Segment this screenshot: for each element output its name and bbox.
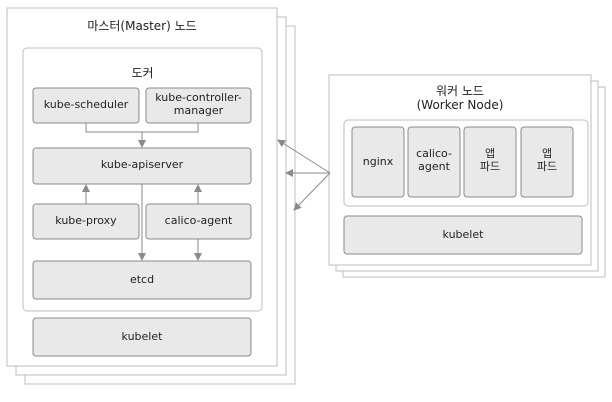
master-kubelet-box xyxy=(32,317,252,357)
pod-label-app-2: 앱 파드 xyxy=(521,147,573,173)
worker-kubelet-label: kubelet xyxy=(442,228,484,241)
pod-label-calico-agent-line-1: calico- xyxy=(416,147,452,160)
etcd-label: etcd xyxy=(129,273,155,286)
master-kubelet-label: kubelet xyxy=(121,330,163,343)
kube-controller-manager-label: kube-controller- manager xyxy=(146,91,251,117)
calico-agent-label: calico-agent xyxy=(164,214,233,227)
docker-title: 도커 xyxy=(131,66,154,80)
arrow-worker-to-master-3 xyxy=(293,172,331,211)
pod-box-calico-agent xyxy=(407,126,461,198)
worker-node-title: 워커 노드 (Worker Node) xyxy=(329,84,591,113)
kube-scheduler-label: kube-scheduler xyxy=(43,98,129,111)
pod-label-nginx: nginx xyxy=(362,155,394,168)
worker-kubelet-box xyxy=(343,215,583,255)
kube-controller-manager-line-2: manager xyxy=(173,104,224,118)
arrow-worker-to-master-1 xyxy=(277,139,331,174)
pod-label-app-2-line-1: 앱 xyxy=(541,147,553,160)
kube-proxy-label: kube-proxy xyxy=(55,214,117,227)
pod-label-app-1-line-1: 앱 xyxy=(484,147,496,160)
worker-node-title-line-1: 워커 노드 xyxy=(436,84,484,98)
pod-label-calico-agent: calico- agent xyxy=(408,147,460,173)
pod-label-calico-agent-line-2: agent xyxy=(418,160,450,174)
pod-label-app-1-line-2: 파드 xyxy=(479,160,501,174)
etcd-box xyxy=(32,260,252,300)
pod-box-app-1 xyxy=(463,126,517,198)
kube-controller-manager-line-1: kube-controller- xyxy=(155,91,242,104)
master-node-title: 마스터(Master) 노드 xyxy=(87,19,197,33)
pod-box-nginx xyxy=(351,126,405,198)
kube-apiserver-label: kube-apiserver xyxy=(100,158,184,171)
pod-label-app-2-line-2: 파드 xyxy=(536,160,558,174)
worker-node-title-line-2: (Worker Node) xyxy=(416,98,504,113)
pod-label-app-1: 앱 파드 xyxy=(464,147,516,173)
pod-box-app-2 xyxy=(520,126,574,198)
